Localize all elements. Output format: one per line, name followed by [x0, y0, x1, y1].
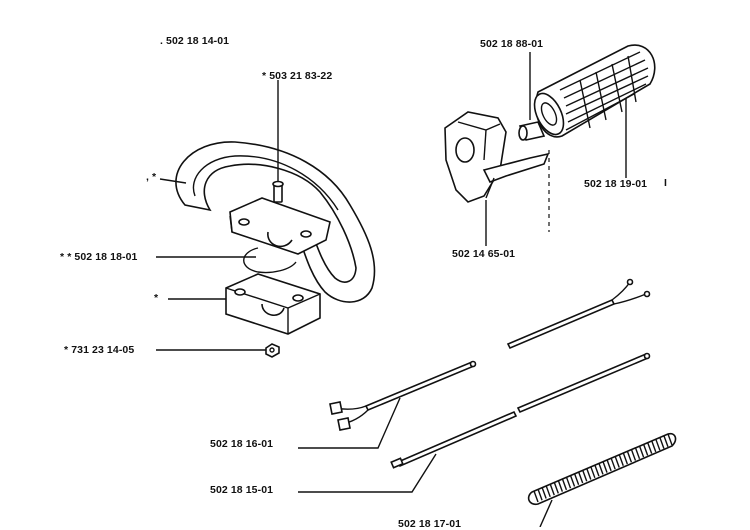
- spring-coil: [553, 482, 559, 494]
- throttle-housing: [444, 111, 550, 203]
- upper-clamp: [229, 197, 331, 255]
- spring-coil: [630, 449, 637, 461]
- label-conduit: 502 18 17-01: [398, 518, 462, 530]
- spring-coil: [606, 459, 612, 472]
- grip: [533, 44, 656, 178]
- label-lower-clamp: *: [154, 292, 159, 304]
- spring-coil: [541, 487, 547, 499]
- label-handle-loop: , *: [146, 171, 157, 183]
- spring-coil: [651, 440, 657, 453]
- label-screw: * 503 21 83-22: [262, 70, 333, 82]
- spring-coil: [573, 473, 580, 485]
- spring-coil: [590, 466, 596, 479]
- label-cable-a: 502 18 16-01: [210, 438, 274, 450]
- spring-coil: [667, 433, 673, 446]
- spring-coil: [533, 490, 539, 503]
- spring-coil: [594, 464, 600, 477]
- spring-coil: [561, 478, 568, 491]
- left-leaders: [156, 178, 266, 351]
- spring-coil: [663, 435, 669, 447]
- spring-coil: [647, 442, 653, 454]
- label-throttle: 502 14 65-01: [452, 248, 516, 260]
- conduit-spring: [527, 432, 677, 527]
- spring-coil: [626, 451, 633, 463]
- label-upper-clamp: * * 502 18 18-01: [60, 251, 138, 263]
- spring-coil: [618, 454, 624, 466]
- label-grip-mark: I: [664, 177, 668, 189]
- sleeve: [518, 52, 546, 141]
- spring-coil: [549, 483, 555, 496]
- label-grip: 502 18 19-01: [584, 178, 648, 190]
- spring-coil: [537, 489, 543, 501]
- cable-upper: [506, 278, 651, 350]
- spring-coil: [602, 461, 608, 473]
- spring-coil: [582, 470, 588, 482]
- spring-coil: [598, 463, 604, 475]
- label-assembly: . 502 18 14-01: [160, 35, 230, 47]
- cable-b: [298, 352, 651, 493]
- spring-coil: [622, 452, 628, 465]
- spring-coil: [578, 471, 584, 484]
- label-nut: * 731 23 14-05: [64, 344, 135, 356]
- spring-coil: [557, 480, 564, 492]
- clamp-wire: [243, 247, 297, 274]
- lower-clamp: [225, 273, 321, 335]
- spring-coil: [569, 475, 576, 487]
- label-sleeve: 502 18 88-01: [480, 38, 544, 50]
- spring-coil: [610, 457, 616, 470]
- cable-a: [298, 360, 477, 449]
- spring-coil: [638, 445, 645, 458]
- screw: [272, 80, 284, 203]
- spring-coil: [565, 476, 572, 489]
- spring-coil: [545, 485, 551, 498]
- label-cable-b: 502 18 15-01: [210, 484, 274, 496]
- nut: [265, 343, 280, 358]
- spring-coil: [634, 447, 641, 460]
- spring-coil: [614, 456, 620, 468]
- spring-coil: [659, 437, 665, 449]
- spring-coil: [586, 468, 592, 480]
- spring-coil: [655, 438, 661, 451]
- spring-coil: [642, 444, 649, 456]
